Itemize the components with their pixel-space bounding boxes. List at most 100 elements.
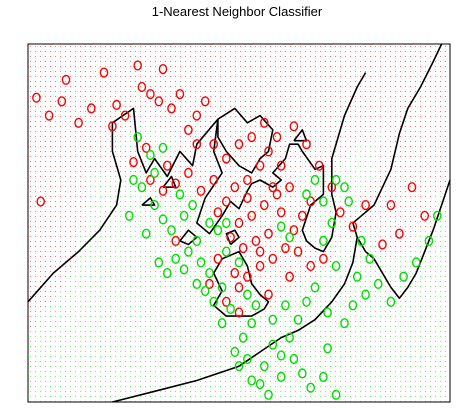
data-point-1-24 — [213, 225, 223, 236]
data-point-1-28 — [243, 289, 252, 300]
data-point-0-87 — [276, 160, 286, 171]
data-point-0-66 — [378, 239, 387, 250]
data-point-0-56 — [281, 243, 290, 254]
data-point-0-37 — [243, 174, 252, 186]
data-point-0-59 — [306, 196, 316, 207]
data-point-0-67 — [395, 228, 404, 239]
data-point-1-38 — [289, 353, 299, 365]
data-point-0-2 — [99, 67, 109, 78]
data-point-1-1 — [146, 149, 155, 161]
data-point-0-45 — [285, 182, 294, 193]
data-point-1-50 — [319, 196, 328, 207]
data-point-0-57 — [289, 225, 299, 236]
data-point-0-22 — [141, 142, 151, 153]
data-point-0-14 — [154, 96, 164, 107]
data-point-0-38 — [230, 182, 240, 193]
data-point-1-36 — [276, 350, 286, 361]
data-point-0-36 — [255, 160, 265, 171]
data-point-0-21 — [162, 160, 172, 171]
data-point-1-80 — [268, 314, 278, 325]
data-point-0-34 — [272, 132, 282, 143]
data-point-1-29 — [251, 300, 261, 311]
chart-title: 1-Nearest Neighbor Classifier — [151, 4, 323, 19]
data-point-0-3 — [133, 60, 142, 71]
data-point-0-80 — [314, 160, 324, 171]
data-point-1-66 — [310, 282, 320, 293]
data-point-1-9 — [175, 189, 185, 200]
data-point-1-75 — [158, 142, 168, 153]
data-point-1-32 — [230, 346, 240, 358]
decision-boundary-8 — [162, 175, 177, 188]
data-point-1-18 — [179, 264, 189, 275]
data-point-0-40 — [213, 207, 223, 218]
data-point-1-59 — [399, 271, 408, 282]
data-point-0-46 — [276, 207, 286, 218]
data-point-0-58 — [297, 210, 307, 221]
data-point-0-5 — [137, 81, 147, 93]
data-point-1-67 — [323, 307, 332, 318]
data-point-1-48 — [319, 235, 328, 247]
data-point-0-72 — [171, 235, 180, 247]
data-point-0-13 — [108, 121, 117, 132]
data-point-1-13 — [205, 268, 214, 279]
data-point-1-25 — [205, 217, 214, 229]
data-point-1-2 — [129, 174, 138, 186]
decision-boundary-7 — [356, 179, 451, 299]
data-point-1-69 — [264, 389, 273, 400]
data-point-0-54 — [255, 260, 265, 272]
data-point-1-47 — [331, 260, 341, 272]
data-point-0-18 — [200, 96, 210, 107]
data-point-1-73 — [217, 318, 227, 329]
data-point-1-16 — [217, 282, 227, 293]
data-point-1-63 — [281, 300, 290, 311]
data-point-1-33 — [243, 353, 252, 365]
data-point-0-17 — [192, 110, 202, 121]
data-point-0-33 — [259, 117, 269, 128]
data-point-0-50 — [226, 232, 235, 243]
data-point-0-10 — [44, 110, 54, 121]
data-point-1-8 — [188, 200, 197, 211]
data-point-0-43 — [259, 200, 269, 211]
data-point-0-60 — [293, 246, 303, 257]
data-point-1-34 — [259, 361, 269, 372]
data-point-0-78 — [289, 121, 299, 132]
data-point-1-58 — [386, 296, 396, 307]
data-point-1-46 — [352, 271, 362, 282]
data-point-0-4 — [158, 63, 168, 75]
data-point-1-39 — [297, 368, 307, 379]
data-point-1-68 — [255, 379, 265, 390]
data-point-0-48 — [251, 235, 261, 247]
data-point-0-74 — [264, 289, 273, 300]
data-point-1-42 — [331, 389, 341, 400]
data-point-0-23 — [129, 157, 138, 168]
data-point-1-55 — [357, 235, 366, 247]
data-point-0-68 — [407, 182, 417, 193]
data-point-0-35 — [264, 146, 273, 157]
data-point-0-41 — [234, 217, 244, 229]
data-point-1-82 — [247, 375, 256, 386]
data-point-0-70 — [420, 210, 430, 221]
data-point-1-22 — [141, 228, 151, 239]
data-point-1-43 — [340, 318, 349, 329]
data-point-0-39 — [221, 196, 231, 207]
data-point-1-40 — [306, 382, 316, 393]
data-point-0-12 — [87, 103, 96, 114]
data-point-0-16 — [175, 88, 185, 100]
data-point-1-35 — [268, 339, 278, 350]
data-point-1-60 — [411, 257, 421, 268]
data-point-0-85 — [234, 282, 244, 293]
data-point-0-86 — [268, 182, 278, 193]
data-point-1-77 — [276, 221, 286, 232]
data-point-0-25 — [158, 185, 168, 196]
data-point-1-23 — [125, 210, 134, 221]
data-point-1-49 — [327, 217, 337, 229]
decision-boundary-0 — [27, 72, 367, 303]
data-point-1-65 — [302, 296, 311, 307]
data-point-1-53 — [331, 174, 341, 186]
data-point-0-6 — [146, 88, 155, 100]
data-point-0-83 — [255, 246, 265, 257]
data-point-0-64 — [348, 221, 358, 232]
data-point-1-70 — [276, 371, 286, 383]
data-point-0-11 — [32, 92, 41, 103]
data-point-0-61 — [306, 260, 316, 272]
